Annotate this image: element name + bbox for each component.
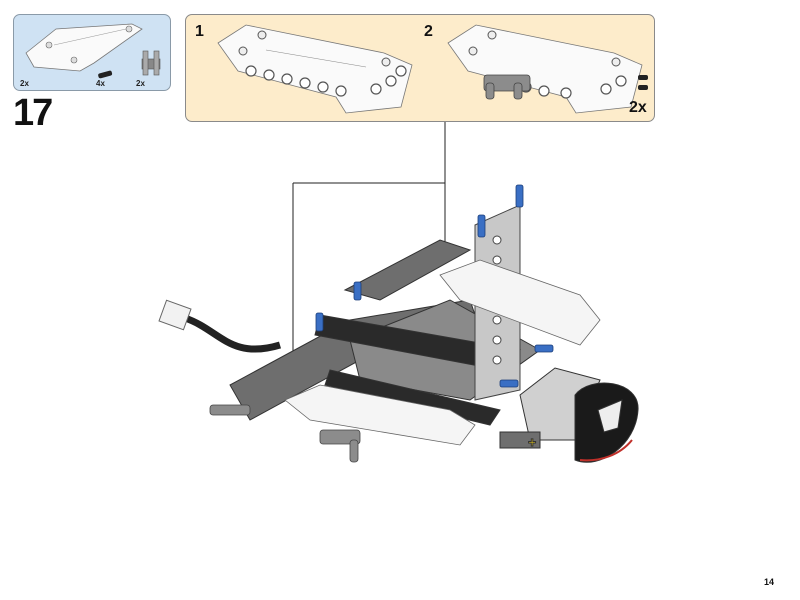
substep-2-panel — [447, 24, 648, 114]
substep-label: 2 — [424, 23, 433, 40]
gray-connectors-bottom — [209, 404, 361, 463]
substep-multiplier: 2x — [629, 99, 647, 116]
white-panel-part — [25, 23, 143, 72]
substep-1-panel — [217, 24, 413, 114]
black-pin-part — [98, 70, 113, 79]
substep-label: 1 — [195, 23, 204, 40]
part-quantity: 4x — [96, 79, 105, 88]
blue-pins — [315, 184, 554, 388]
parts-illustration — [25, 23, 161, 79]
svg-text:+: + — [528, 434, 536, 450]
part-quantity: 2x — [136, 79, 145, 88]
black-pins — [638, 75, 648, 90]
white-panels — [284, 259, 601, 446]
callout-lines — [292, 122, 446, 383]
substep-illustration — [217, 24, 648, 114]
gray-connector-part — [141, 50, 161, 76]
substep-panel: 1 2 2x — [185, 14, 655, 122]
parts-list-box: 2x 4x 2x — [13, 14, 171, 91]
motor: + — [499, 367, 639, 463]
cable — [158, 299, 282, 353]
part-quantity: 2x — [20, 79, 29, 88]
page-number: 14 — [764, 577, 775, 587]
step-number: 17 — [13, 92, 53, 134]
gray-connector — [483, 74, 531, 100]
